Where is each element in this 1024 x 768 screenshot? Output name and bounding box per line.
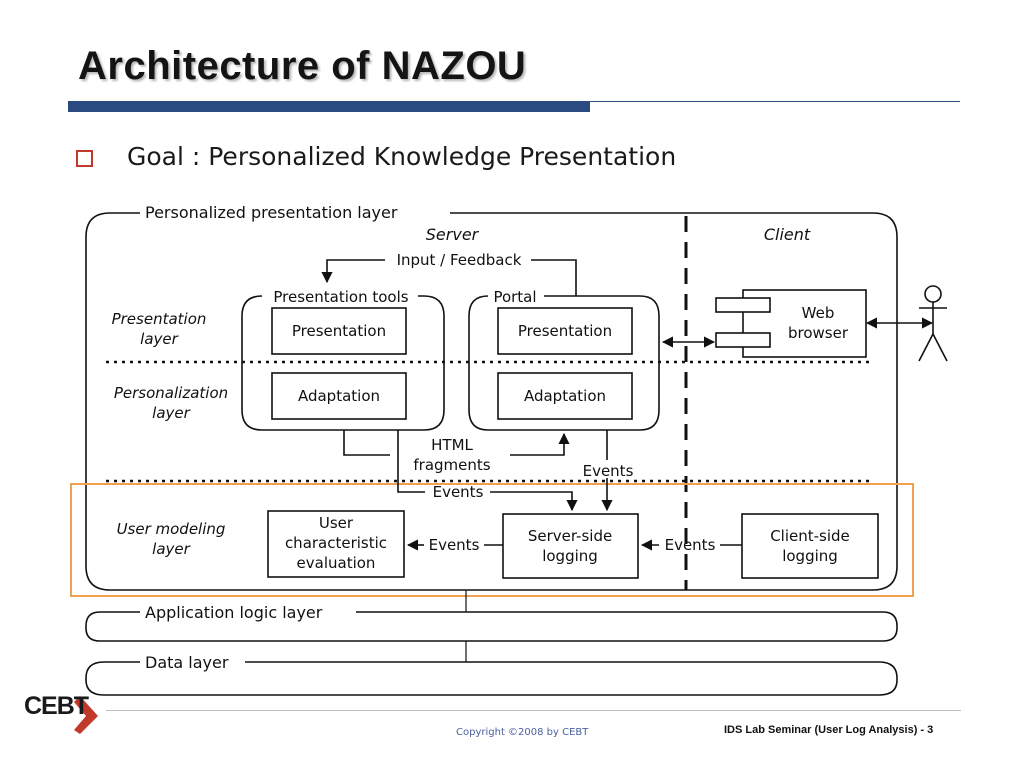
bullet-square-icon (76, 150, 93, 167)
user-actor-icon (924, 285, 942, 303)
data-layer-frame (85, 661, 898, 696)
html-fragments-label-1: HTML (431, 436, 473, 454)
web-browser-label-1: Web (802, 304, 835, 322)
cebt-logo-text: CEBT (24, 692, 89, 720)
events-label-evaluation: Events (429, 536, 480, 554)
user-characteristic-label-3: evaluation (297, 554, 376, 572)
title-underline-bar (68, 101, 590, 112)
presentation-tools-group (241, 295, 445, 431)
cebt-logo-icon (74, 696, 98, 734)
seminar-page-label: IDS Lab Seminar (User Log Analysis) - 3 (724, 724, 934, 736)
input-feedback-arrow-head (321, 259, 385, 284)
goal-bullet-text: Goal : Personalized Knowledge Presentati… (127, 142, 677, 171)
presentation-box-1 (271, 307, 407, 355)
input-feedback-arrow (531, 259, 577, 296)
application-logic-layer-frame (85, 611, 898, 642)
server-side-logging-box (502, 513, 639, 579)
presentation-layer-label-1: Presentation (112, 310, 207, 328)
personalized-layer-frame (85, 212, 898, 591)
user-modeling-layer-label-2: layer (152, 540, 190, 558)
footer-rule (106, 710, 961, 711)
presentation-label-1: Presentation (292, 322, 386, 340)
client-label: Client (764, 225, 811, 244)
events-label-left: Events (433, 483, 484, 501)
events-label-portal: Events (583, 462, 634, 480)
web-browser-port-1 (715, 297, 771, 313)
presentation-layer-label-2: layer (140, 330, 178, 348)
presentation-box-2 (497, 307, 633, 355)
client-side-logging-label-2: logging (782, 547, 838, 565)
adaptation-box-2 (497, 372, 633, 420)
html-fragments-label-2: fragments (413, 456, 490, 474)
user-modeling-highlight (70, 483, 914, 597)
events-path-left (397, 430, 425, 493)
events-arrow-left (490, 491, 578, 512)
copyright-text: Copyright ©2008 by CEBT (456, 727, 589, 738)
user-characteristic-label-2: characteristic (285, 534, 387, 552)
data-layer-label: Data layer (145, 653, 229, 672)
user-characteristic-label-1: User (319, 514, 354, 532)
portal-label: Portal (493, 288, 536, 306)
user-characteristic-box (267, 510, 405, 578)
personalization-layer-label-1: Personalization (114, 384, 228, 402)
web-browser-label-2: browser (788, 324, 849, 342)
personalization-layer-label-2: layer (152, 404, 190, 422)
adaptation-label-1: Adaptation (298, 387, 380, 405)
adaptation-label-2: Adaptation (524, 387, 606, 405)
html-fragments-arrow (510, 432, 570, 456)
application-logic-layer-label: Application logic layer (145, 603, 323, 622)
input-feedback-label: Input / Feedback (397, 251, 522, 269)
user-modeling-layer-label-1: User modeling (117, 520, 226, 538)
server-side-logging-label-2: logging (542, 547, 598, 565)
slide-title: Architecture of NAZOU (78, 44, 527, 88)
server-label: Server (426, 225, 480, 244)
title-underline-rule (590, 101, 960, 102)
outer-layer-label: Personalized presentation layer (145, 203, 398, 222)
events-label-server: Events (665, 536, 716, 554)
client-side-logging-box (741, 513, 879, 579)
web-browser-port-2 (715, 332, 771, 348)
client-side-logging-label-1: Client-side (770, 527, 850, 545)
presentation-label-2: Presentation (518, 322, 612, 340)
portal-group (468, 295, 660, 431)
presentation-tools-label: Presentation tools (273, 288, 408, 306)
server-side-logging-label-1: Server-side (528, 527, 612, 545)
html-fragments-path (343, 430, 390, 456)
adaptation-box-1 (271, 372, 407, 420)
